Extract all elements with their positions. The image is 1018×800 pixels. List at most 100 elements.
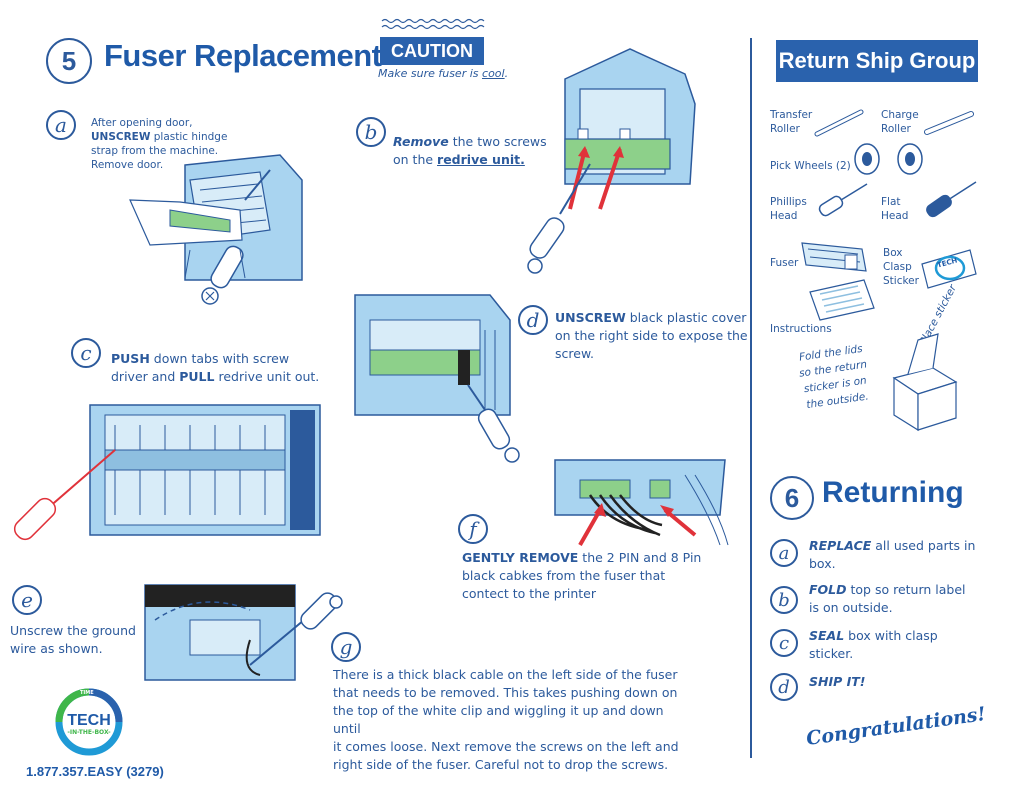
step-b-badge: b xyxy=(356,117,386,147)
caution-note-prefix: Make sure fuser is xyxy=(378,67,483,80)
step-a-line4: Remove door. xyxy=(91,159,164,171)
step-d-line3: screw. xyxy=(555,346,594,361)
step-c-illustration xyxy=(13,404,321,541)
phillips-head-label: Phillips Head xyxy=(770,196,807,222)
return-step-d-bold: SHIP IT! xyxy=(809,674,866,689)
step-f-line3: contect to the printer xyxy=(462,586,596,601)
step-g-line5: right side of the fuser. Careful not to … xyxy=(333,757,669,772)
step-g-line3: the top of the white clip and wiggling i… xyxy=(333,703,664,736)
flat-head-label: Flat Head xyxy=(881,196,909,222)
return-step-a-rest: all used parts in xyxy=(871,538,976,553)
step-c-rest2: redrive unit out. xyxy=(214,369,320,384)
step-g-badge: g xyxy=(331,632,361,662)
step-c-rest1: down tabs with screw xyxy=(149,351,290,366)
flat-screwdriver-icon xyxy=(926,181,977,218)
step-b-bold: Remove xyxy=(393,134,449,149)
step-a-line1: After opening door, xyxy=(91,117,193,129)
step-b-prefix: on the xyxy=(393,152,438,167)
step-a-badge: a xyxy=(46,110,76,140)
return-step-a-text: REPLACE all used parts in box. xyxy=(809,537,979,573)
logo-ring-text: TIME xyxy=(80,690,94,696)
step-a-line2: UNSCREW plastic hindge xyxy=(91,130,231,144)
caution-note: Make sure fuser is cool. xyxy=(378,67,508,80)
caution-squiggle-icon xyxy=(381,18,485,30)
phone-number: 1.877.357.EASY (3279) xyxy=(26,764,164,779)
congratulations-text: Congratulations! xyxy=(804,703,988,750)
step-f-bold: GENTLY REMOVE xyxy=(462,550,579,565)
return-step-b-rest: top so return label xyxy=(846,582,966,597)
instructions-sheet-icon xyxy=(809,279,875,321)
return-step-b-bold: FOLD xyxy=(809,582,847,597)
step-e-badge: e xyxy=(12,585,42,615)
return-step-c-bold: SEAL xyxy=(809,628,845,643)
step-e-illustration xyxy=(144,584,343,681)
pick-wheels-label: Pick Wheels (2) xyxy=(770,160,851,172)
return-step-c-badge: c xyxy=(770,629,798,657)
step-g-line2: that needs to be removed. This takes pus… xyxy=(333,685,678,700)
fuser-label: Fuser xyxy=(770,257,799,269)
step-e-line1: Unscrew the ground xyxy=(10,623,136,638)
charge-roller-label: Charge Roller xyxy=(881,109,919,135)
clasp-sticker-icon xyxy=(921,249,977,289)
step-d-line1: UNSCREW black plastic cover xyxy=(555,309,750,327)
section-5-title: Fuser Replacement xyxy=(104,38,382,73)
return-step-a-line1: REPLACE all used parts in xyxy=(809,537,979,555)
step-d-text: UNSCREW black plastic cover on the right… xyxy=(555,309,750,363)
logo-word: TECH xyxy=(67,712,111,729)
step-c-bold2: PULL xyxy=(179,369,215,384)
section-6-number-badge: 6 xyxy=(770,476,814,520)
step-g-line1: There is a thick black cable on the left… xyxy=(333,667,678,682)
return-step-b-text: FOLD top so return label is on outside. xyxy=(809,581,979,617)
section-6-title: Returning xyxy=(822,476,964,509)
return-step-d-line1: SHIP IT! xyxy=(809,673,979,691)
step-e-text: Unscrew the ground wire as shown. xyxy=(10,622,140,658)
box-clasp-sticker-label: Box Clasp Sticker xyxy=(883,247,919,287)
step-c-line1: PUSH down tabs with screw xyxy=(111,350,331,368)
step-c-prefix: driver and xyxy=(111,369,180,384)
transfer-roller-icon xyxy=(814,109,864,137)
step-c-badge: c xyxy=(71,338,101,368)
fold-lids-note: Fold the lids so the return sticker is o… xyxy=(798,342,870,412)
step-c-text: PUSH down tabs with screw driver and PUL… xyxy=(111,350,331,386)
step-a-bold: UNSCREW xyxy=(91,131,151,143)
transfer-roller-label: Transfer Roller xyxy=(770,109,813,135)
return-step-b-badge: b xyxy=(770,586,798,614)
column-divider xyxy=(750,38,752,758)
caution-note-link: cool xyxy=(482,67,505,80)
step-f-badge: f xyxy=(458,514,488,544)
return-step-a-bold: REPLACE xyxy=(809,538,872,553)
instructions-label: Instructions xyxy=(770,323,832,335)
return-step-a-badge: a xyxy=(770,539,798,567)
shipping-box-icon xyxy=(892,333,958,432)
caution-banner: CAUTION xyxy=(380,37,484,65)
return-step-d-badge: d xyxy=(770,673,798,701)
step-f-illustration xyxy=(554,459,729,546)
step-d-line2: on the right side to expose the xyxy=(555,328,748,343)
step-f-line2: black cabkes from the fuser that xyxy=(462,568,666,583)
return-step-a-line2: box. xyxy=(809,556,836,571)
step-a-rest: plastic hindge xyxy=(150,131,228,143)
step-d-badge: d xyxy=(518,305,548,335)
step-a-line3: strap from the machine. xyxy=(91,145,219,157)
step-d-illustration xyxy=(354,294,520,463)
step-f-line1: GENTLY REMOVE the 2 PIN and 8 Pin xyxy=(462,549,732,567)
step-b-rest: the two screws xyxy=(448,134,547,149)
return-step-b-line1: FOLD top so return label xyxy=(809,581,979,599)
tech-in-the-box-logo xyxy=(55,688,123,756)
pick-wheels-icon xyxy=(854,143,923,175)
phillips-screwdriver-icon xyxy=(818,183,868,217)
caution-note-suffix: . xyxy=(504,67,509,80)
return-step-d-text: SHIP IT! xyxy=(809,673,979,691)
step-b-line2: on the redrive unit. xyxy=(393,151,553,169)
fuser-icon xyxy=(801,242,867,272)
return-ship-group-banner: Return Ship Group xyxy=(776,40,978,82)
charge-roller-icon xyxy=(924,111,974,135)
step-d-rest: black plastic cover xyxy=(625,310,747,325)
step-b-link: redrive unit. xyxy=(437,152,525,167)
step-d-bold: UNSCREW xyxy=(555,310,626,325)
return-step-c-line2: sticker. xyxy=(809,646,854,661)
return-step-c-text: SEAL box with clasp sticker. xyxy=(809,627,979,663)
step-a-illustration xyxy=(129,154,303,305)
step-f-text: GENTLY REMOVE the 2 PIN and 8 Pin black … xyxy=(462,549,732,603)
step-e-line2: wire as shown. xyxy=(10,641,103,656)
